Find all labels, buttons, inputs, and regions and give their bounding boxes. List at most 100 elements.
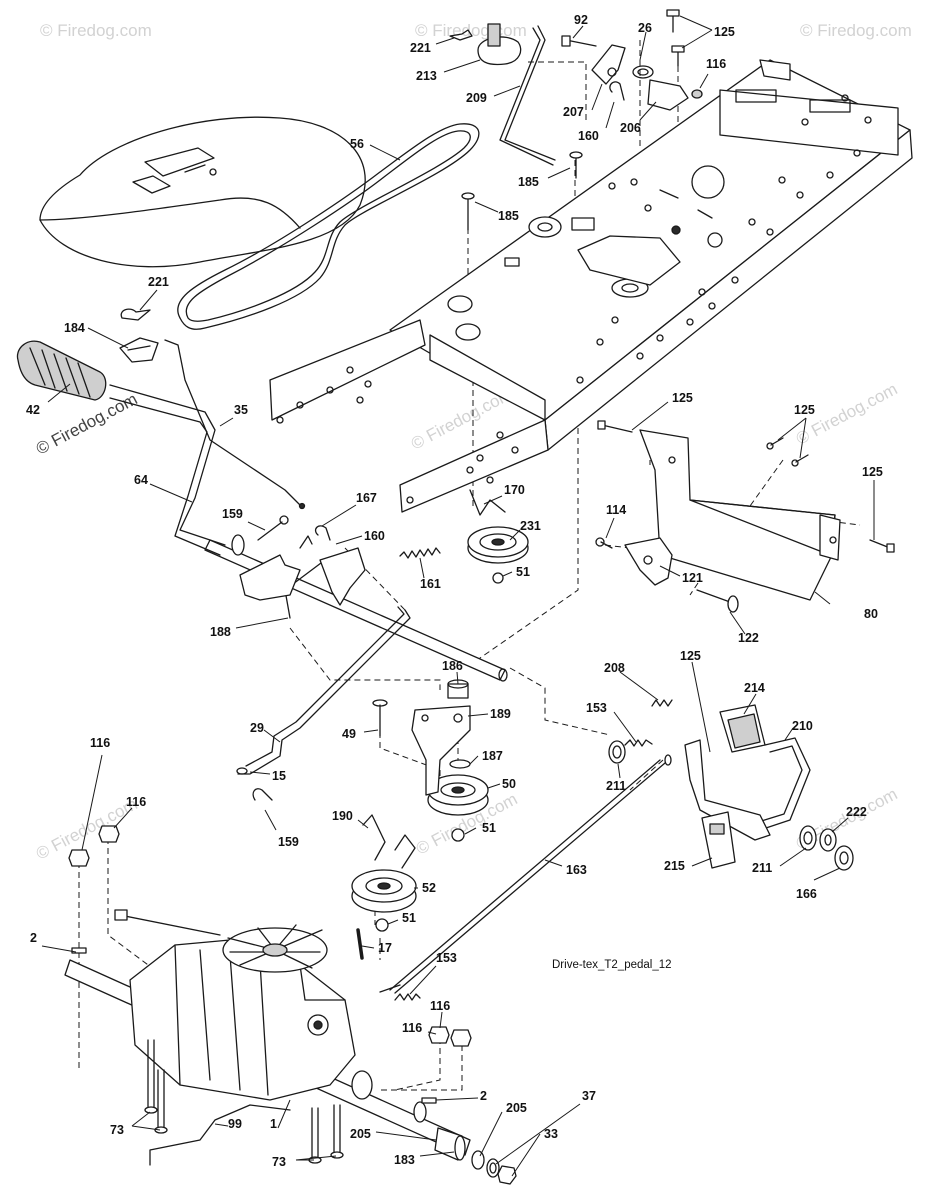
callout: 190 [332,809,353,823]
callout: 187 [482,749,503,763]
callout: 185 [498,209,519,223]
callout: 125 [794,403,815,417]
drive-belt [177,123,480,330]
spring-153-bottom [394,993,421,1001]
watermark: © Firedog.com [415,21,527,40]
callout: 189 [490,707,511,721]
callout: 121 [682,571,703,585]
washer-222 [819,828,837,852]
bracket-207 [591,44,626,85]
rod-209 [499,25,556,166]
clip-221-left [120,308,151,321]
callout: 163 [566,863,587,877]
pedal-bracket [664,739,771,841]
rod-99 [149,1104,291,1166]
watermark-dark: © Firedog.com [33,389,141,458]
callout: 211 [606,779,626,793]
callout: 186 [442,659,463,673]
callout: 125 [680,649,701,663]
callout: 33 [544,1127,558,1141]
rod-64 [109,384,226,556]
bolts-125-mid [595,420,895,553]
knob-213 [477,23,522,66]
callout: 51 [402,911,416,925]
bolts-73 [144,1039,344,1164]
idler-bracket-189 [411,705,471,796]
spacer-183 [434,1127,466,1161]
callout: 214 [744,681,765,695]
washer-211-left [608,740,626,764]
bushing-211-right [799,825,817,851]
pedal-arm-210 [757,737,811,831]
bolt-122 [696,589,739,613]
callout: 166 [796,887,817,901]
callout: 116 [126,795,146,809]
bolts-125-top [666,9,685,67]
callout: 213 [416,69,437,83]
callout: 1 [270,1117,277,1131]
spring-161 [399,547,441,559]
spring-208 [651,699,673,707]
callout: 80 [864,607,878,621]
callout: 208 [604,661,625,675]
callout: 99 [228,1117,242,1131]
leader-lines [41,15,875,1177]
callout: 49 [342,727,356,741]
callout: 167 [356,491,377,505]
callout: 26 [638,21,652,35]
diagram-caption: Drive-tex_T2_pedal_12 [552,959,672,971]
knob-42 [16,340,107,401]
callout: 92 [574,13,588,27]
callout: 160 [364,529,385,543]
callout: 37 [582,1089,596,1103]
callout: 73 [272,1155,286,1169]
bracket-121 [624,537,673,586]
shift-cover-184 [119,337,159,363]
callout: 2 [30,931,37,945]
callout: 231 [520,519,541,533]
washer-166 [834,845,854,871]
callout: 206 [620,121,641,135]
callout-labels: 92 26 125 221 213 116 209 207 206 160 56… [26,13,883,1169]
pedal-214 [719,704,766,753]
callout: 73 [110,1123,124,1137]
hood-panel [39,116,366,268]
pedal-pad-215 [701,811,736,869]
callout: 205 [350,1127,371,1141]
callout: 159 [222,507,243,521]
callout: 56 [350,137,364,151]
callout: 116 [430,999,450,1013]
callout: 161 [420,577,441,591]
callout: 116 [90,736,110,750]
callout: 207 [563,105,584,119]
pulley-50 [427,774,489,842]
callout: 160 [578,129,599,143]
callout: 210 [792,719,813,733]
callout: 116 [706,57,726,71]
washer-26 [632,65,654,79]
watermark: © Firedog.com [40,21,152,40]
pin-159 [252,515,289,801]
callout: 116 [402,1021,422,1035]
callout: 185 [518,175,539,189]
callout: 153 [436,951,457,965]
spring-153-top [624,739,653,747]
callout: 215 [664,859,685,873]
callout: 64 [134,473,148,487]
callout: 51 [516,565,530,579]
callout: 183 [394,1153,415,1167]
washers-205-37-33 [471,1150,517,1185]
rod-35 [164,339,306,510]
callout: 51 [482,821,496,835]
callout: 170 [504,483,525,497]
callout: 205 [506,1101,527,1115]
mount-bracket-80 [639,429,841,601]
brake-bracket [231,534,366,606]
belt-guide-190 [362,814,416,869]
rod-29 [236,606,411,775]
bolt-92 [561,35,597,47]
callout: 42 [26,403,40,417]
callout: 52 [422,881,436,895]
callout: 15 [272,769,286,783]
nuts-116 [68,825,472,1047]
